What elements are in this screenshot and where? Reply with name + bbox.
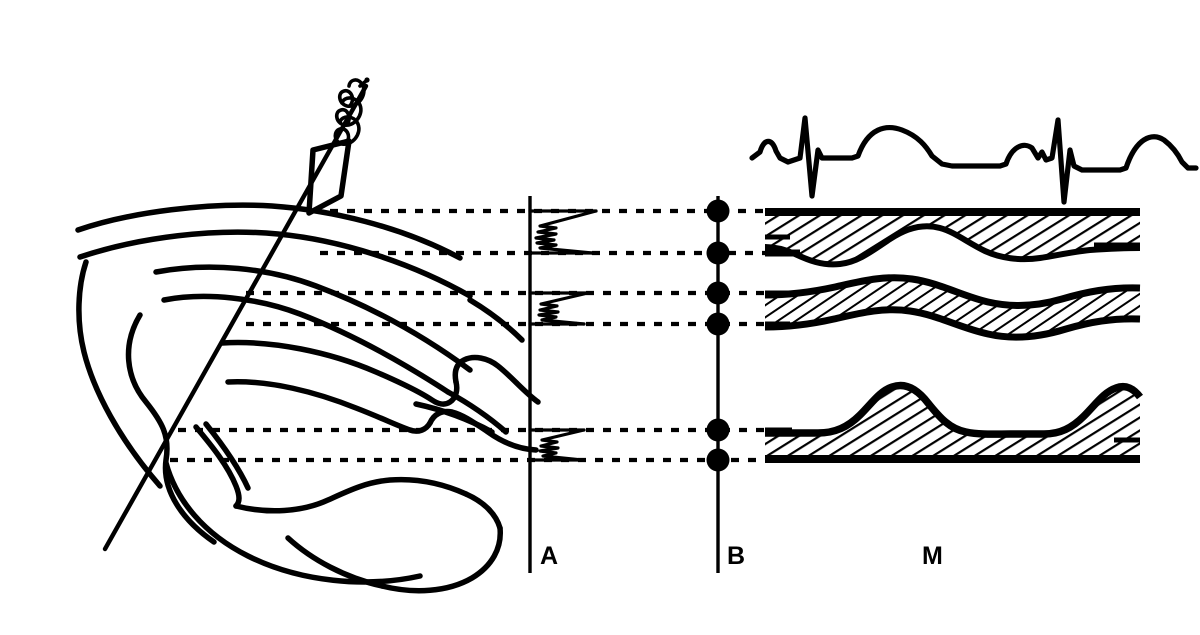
b-mode-dot	[706, 241, 730, 265]
a-spike-group-1	[528, 209, 598, 255]
m-mode-label: M	[922, 542, 943, 570]
b-mode-dot	[706, 418, 730, 442]
b-mode-dot	[706, 281, 730, 305]
heart-cross-section	[75, 202, 541, 594]
m-band-septum	[764, 274, 1141, 341]
b-mode-dot	[706, 199, 730, 223]
scan-line	[102, 83, 369, 552]
m-band-anterior-wall	[764, 208, 1141, 268]
ultrasound-transducer	[306, 138, 352, 216]
a-spike-group-2	[528, 291, 590, 326]
b-mode-label: B	[727, 542, 746, 570]
b-mode-dot	[706, 448, 730, 472]
b-mode-dot	[706, 312, 730, 336]
m-band-posterior-wall	[765, 381, 1143, 463]
a-spike-group-3	[528, 428, 586, 462]
dashed-correspondence-lines	[170, 208, 765, 463]
b-mode-display	[706, 196, 730, 573]
a-mode-label: A	[540, 542, 559, 570]
ecg-trace	[749, 115, 1199, 205]
a-mode-display	[528, 196, 598, 573]
